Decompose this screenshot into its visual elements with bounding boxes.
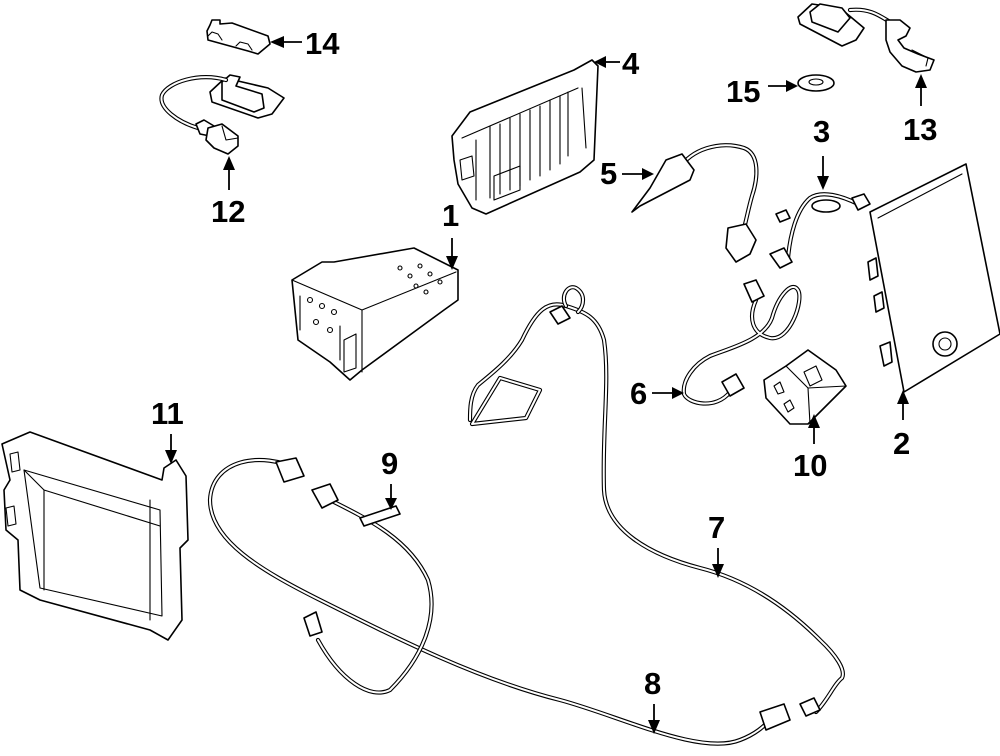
- part-10-media-port[interactable]: [763, 349, 847, 425]
- part-11-bracket[interactable]: [1, 431, 189, 641]
- callout-label-14: 14: [305, 26, 340, 61]
- part-1-receiver[interactable]: [291, 247, 459, 381]
- callout-label-13: 13: [903, 112, 937, 147]
- part-6-wire-harness[interactable]: [681, 279, 802, 406]
- callout-label-5: 5: [600, 156, 617, 191]
- part-2-bezel[interactable]: [867, 163, 1000, 393]
- part-15-washer[interactable]: [797, 74, 835, 92]
- part-12-antenna[interactable]: [159, 74, 285, 155]
- callout-12[interactable]: 12: [211, 156, 245, 229]
- callout-13[interactable]: 13: [903, 74, 937, 147]
- callout-label-1: 1: [442, 198, 459, 233]
- callout-4[interactable]: 4: [594, 46, 640, 81]
- callout-14[interactable]: 14: [270, 26, 340, 61]
- callout-2[interactable]: 2: [893, 390, 910, 461]
- part-4-control-module[interactable]: [451, 59, 599, 215]
- callout-label-15: 15: [726, 74, 760, 109]
- callout-label-2: 2: [893, 426, 910, 461]
- callout-7[interactable]: 7: [708, 510, 725, 578]
- callout-1[interactable]: 1: [442, 198, 459, 270]
- callout-label-10: 10: [793, 448, 827, 483]
- callout-9[interactable]: 9: [381, 446, 398, 510]
- callout-5[interactable]: 5: [600, 156, 654, 191]
- callout-3[interactable]: 3: [813, 114, 830, 190]
- callout-15[interactable]: 15: [726, 74, 798, 109]
- part-5-antenna-cable[interactable]: [631, 143, 759, 263]
- part-13-antenna[interactable]: [797, 3, 935, 73]
- callout-label-4: 4: [622, 46, 640, 81]
- callout-label-11: 11: [151, 396, 184, 431]
- callout-label-9: 9: [381, 446, 398, 481]
- part-8-antenna-cable[interactable]: [207, 457, 791, 746]
- callout-label-8: 8: [644, 666, 661, 701]
- callout-6[interactable]: 6: [630, 376, 684, 411]
- part-14-antenna-module[interactable]: [206, 19, 271, 55]
- callout-8[interactable]: 8: [644, 666, 661, 734]
- callout-label-3: 3: [813, 114, 830, 149]
- callout-label-7: 7: [708, 510, 725, 545]
- part-7-antenna-cable[interactable]: [467, 285, 845, 717]
- part-3-wire-harness[interactable]: [769, 192, 871, 269]
- callout-label-12: 12: [211, 194, 245, 229]
- callout-11[interactable]: 11: [151, 396, 184, 464]
- part-9-antenna-cable[interactable]: [303, 483, 434, 695]
- callout-label-6: 6: [630, 376, 647, 411]
- callout-10[interactable]: 10: [793, 414, 827, 483]
